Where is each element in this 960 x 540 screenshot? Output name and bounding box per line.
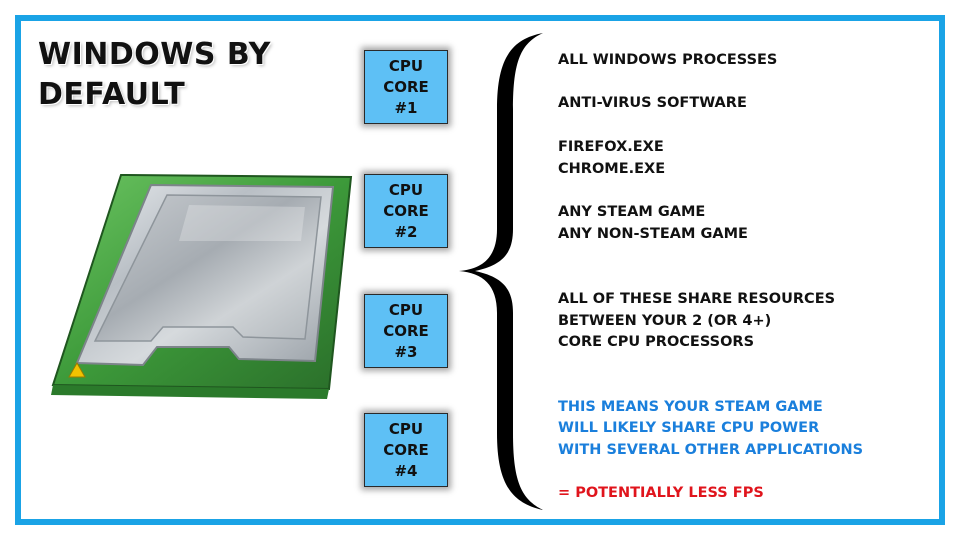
- cpu-core-3: CPU CORE #3: [364, 294, 448, 368]
- core-label: CPU: [388, 419, 424, 438]
- core-number: #2: [394, 222, 418, 241]
- title-line-1: WINDOWS BY: [38, 37, 271, 72]
- share-note-line-1: ALL OF THESE SHARE RESOURCES: [558, 291, 836, 307]
- process-steam-game: ANY STEAM GAME: [558, 204, 706, 220]
- meaning-note-line-3: WITH SEVERAL OTHER APPLICATIONS: [558, 442, 864, 458]
- core-label: CORE: [383, 440, 429, 459]
- share-note-line-2: BETWEEN YOUR 2 (OR 4+): [558, 313, 772, 329]
- core-label: CORE: [383, 77, 429, 96]
- core-label: CORE: [383, 321, 429, 340]
- process-non-steam-game: ANY NON-STEAM GAME: [558, 226, 748, 242]
- core-label: CORE: [383, 201, 429, 220]
- core-number: #4: [394, 461, 418, 480]
- core-label: CPU: [388, 300, 424, 319]
- cpu-chip-icon: [51, 173, 353, 399]
- slide-frame: WINDOWS BY DEFAULT: [15, 15, 945, 525]
- cpu-core-2: CPU CORE #2: [364, 174, 448, 248]
- share-note-line-3: CORE CPU PROCESSORS: [558, 334, 755, 350]
- meaning-note-line-1: THIS MEANS YOUR STEAM GAME: [558, 399, 823, 415]
- conclusion-text: = POTENTIALLY LESS FPS: [558, 485, 764, 501]
- core-number: #1: [394, 98, 418, 117]
- curly-brace-icon: [459, 33, 543, 510]
- title-line-2: DEFAULT: [38, 77, 186, 112]
- process-firefox: FIREFOX.EXE: [558, 139, 664, 155]
- process-antivirus: ANTI-VIRUS SOFTWARE: [558, 95, 747, 111]
- meaning-note-line-2: WILL LIKELY SHARE CPU POWER: [558, 420, 820, 436]
- page-title: WINDOWS BY DEFAULT: [38, 35, 271, 115]
- cpu-core-4: CPU CORE #4: [364, 413, 448, 487]
- core-number: #3: [394, 342, 418, 361]
- process-windows: ALL WINDOWS PROCESSES: [558, 52, 778, 68]
- cpu-core-1: CPU CORE #1: [364, 50, 448, 124]
- core-label: CPU: [388, 180, 424, 199]
- process-chrome: CHROME.EXE: [558, 161, 666, 177]
- core-label: CPU: [388, 56, 424, 75]
- pin-one-marker: [68, 361, 86, 378]
